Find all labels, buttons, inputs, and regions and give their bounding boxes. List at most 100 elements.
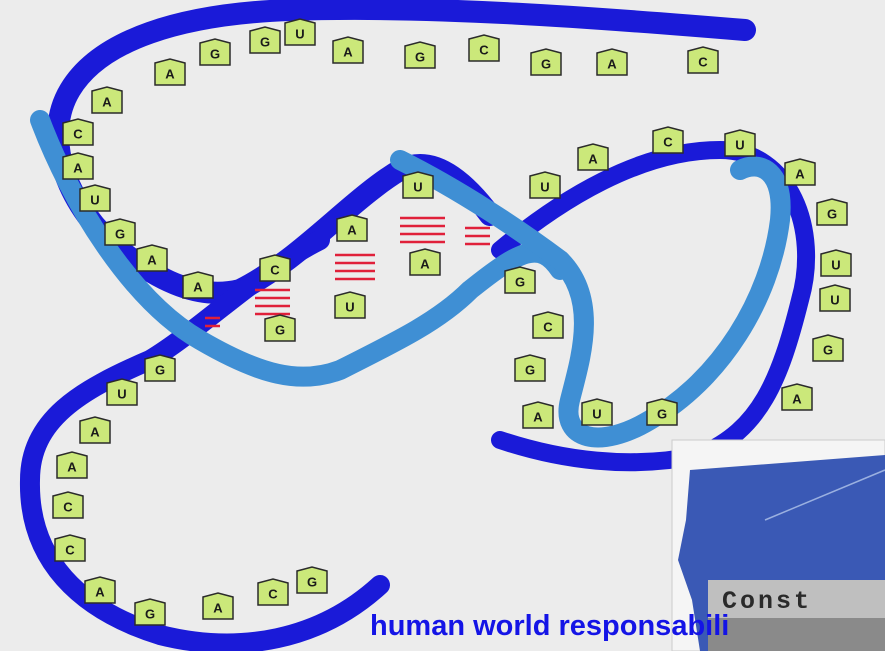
base-letter: C <box>270 263 280 278</box>
base-tag: U <box>80 185 110 211</box>
base-tag: A <box>578 144 608 170</box>
base-letter: A <box>73 161 83 176</box>
base-letter: C <box>543 320 553 335</box>
figure-caption: human world responsabili <box>370 610 729 643</box>
base-tag: G <box>647 399 677 425</box>
base-letter: A <box>213 601 223 616</box>
base-letter: U <box>830 293 839 308</box>
base-letter: C <box>698 55 708 70</box>
base-tag: G <box>145 355 175 381</box>
base-letter: A <box>420 257 430 272</box>
base-tag: G <box>813 335 843 361</box>
base-letter: A <box>343 45 353 60</box>
base-letter: U <box>345 300 354 315</box>
base-letter: C <box>73 127 83 142</box>
base-letter: C <box>268 587 278 602</box>
base-letter: C <box>65 543 75 558</box>
base-tag: C <box>260 255 290 281</box>
base-tag: U <box>403 172 433 198</box>
base-tag: A <box>137 245 167 271</box>
base-tag: A <box>155 59 185 85</box>
base-tag: G <box>135 599 165 625</box>
base-letter: A <box>102 95 112 110</box>
base-letter: A <box>67 460 77 475</box>
base-letter: G <box>525 363 535 378</box>
base-letter: G <box>307 575 317 590</box>
base-tag: C <box>533 312 563 338</box>
base-letter: G <box>210 47 220 62</box>
base-tag: A <box>183 272 213 298</box>
base-letter: G <box>145 607 155 622</box>
base-tag: U <box>530 172 560 198</box>
base-tag: G <box>531 49 561 75</box>
base-letter: C <box>479 43 489 58</box>
base-letter: U <box>90 193 99 208</box>
base-letter: G <box>260 35 270 50</box>
base-tag: G <box>200 39 230 65</box>
base-tag: C <box>688 47 718 73</box>
base-tag: U <box>821 250 851 276</box>
base-letter: A <box>533 410 543 425</box>
base-letter: A <box>193 280 203 295</box>
base-letter: G <box>541 57 551 72</box>
base-letter: C <box>63 500 73 515</box>
base-tag: G <box>515 355 545 381</box>
base-tag: A <box>57 452 87 478</box>
base-letter: U <box>831 258 840 273</box>
base-tag: A <box>523 402 553 428</box>
inset-label-shadow <box>708 618 885 651</box>
base-letter: U <box>295 27 304 42</box>
base-tag: A <box>333 37 363 63</box>
base-tag: C <box>55 535 85 561</box>
base-letter: G <box>155 363 165 378</box>
base-tag: A <box>410 249 440 275</box>
base-tag: C <box>258 579 288 605</box>
base-tag: A <box>597 49 627 75</box>
base-letter: A <box>90 425 100 440</box>
base-tag: A <box>80 417 110 443</box>
base-tag: A <box>337 215 367 241</box>
base-letter: A <box>792 392 802 407</box>
base-letter: A <box>147 253 157 268</box>
base-letter: G <box>823 343 833 358</box>
base-tag: G <box>297 567 327 593</box>
base-letter: C <box>663 135 673 150</box>
base-tag: U <box>582 399 612 425</box>
base-letter: A <box>165 67 175 82</box>
base-letter: U <box>117 387 126 402</box>
base-tag: U <box>107 379 137 405</box>
base-tag: G <box>405 42 435 68</box>
base-tag: U <box>285 19 315 45</box>
base-letter: G <box>275 323 285 338</box>
base-letter: G <box>415 50 425 65</box>
base-letter: G <box>657 407 667 422</box>
base-tag: A <box>63 153 93 179</box>
base-letter: G <box>827 207 837 222</box>
base-letter: A <box>795 167 805 182</box>
base-tag: A <box>785 159 815 185</box>
base-letter: U <box>413 180 422 195</box>
base-letter: G <box>515 275 525 290</box>
base-tag: G <box>105 219 135 245</box>
base-tag: G <box>505 267 535 293</box>
base-letter: A <box>347 223 357 238</box>
base-tag: U <box>820 285 850 311</box>
base-letter: U <box>735 138 744 153</box>
base-letter: A <box>588 152 598 167</box>
base-letter: A <box>607 57 617 72</box>
base-tag: C <box>63 119 93 145</box>
base-tag: G <box>265 315 295 341</box>
base-tag: A <box>85 577 115 603</box>
base-tag: G <box>817 199 847 225</box>
base-letter: U <box>592 407 601 422</box>
base-tag: U <box>725 130 755 156</box>
base-letter: A <box>95 585 105 600</box>
base-tag: C <box>53 492 83 518</box>
inset-label: Const <box>722 587 812 616</box>
base-tag: A <box>782 384 812 410</box>
base-letter: G <box>115 227 125 242</box>
base-tag: C <box>469 35 499 61</box>
base-tag: A <box>203 593 233 619</box>
base-tag: A <box>92 87 122 113</box>
